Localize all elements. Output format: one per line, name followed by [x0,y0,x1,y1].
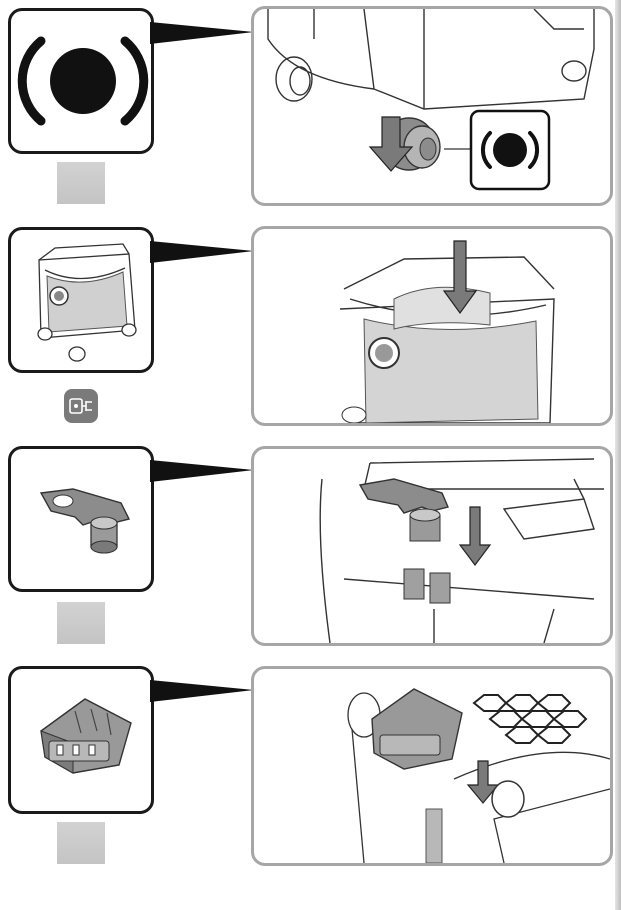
brake-indicator-icon [17,36,149,126]
step-3-tab [57,602,105,644]
page-edge-strip [615,0,621,910]
step-2-thumbnail [8,227,154,373]
attach-holder-icon [319,458,604,643]
step-4-tab [57,822,105,864]
accessory-box-icon [40,698,132,774]
power-plug-icon [69,398,92,414]
callout-pointer [150,241,254,263]
attach-accessory-box-icon [347,688,610,863]
dust-bag-icon [37,243,137,362]
hose-holder-icon [39,488,131,554]
step-1-illustration [251,6,613,206]
callout-pointer [150,22,254,44]
caster-brake-icon [267,9,595,191]
step-4-thumbnail [8,666,154,814]
step-3-illustration [251,446,613,646]
callout-pointer [150,680,254,702]
insert-bag-icon [339,240,555,423]
step-2-illustration [251,226,613,426]
step-2-badge [64,389,98,423]
step-3-thumbnail [8,446,154,592]
step-1-tab [57,162,105,204]
callout-pointer [150,460,254,482]
step-4-illustration [251,666,613,866]
step-1-thumbnail [8,8,154,154]
